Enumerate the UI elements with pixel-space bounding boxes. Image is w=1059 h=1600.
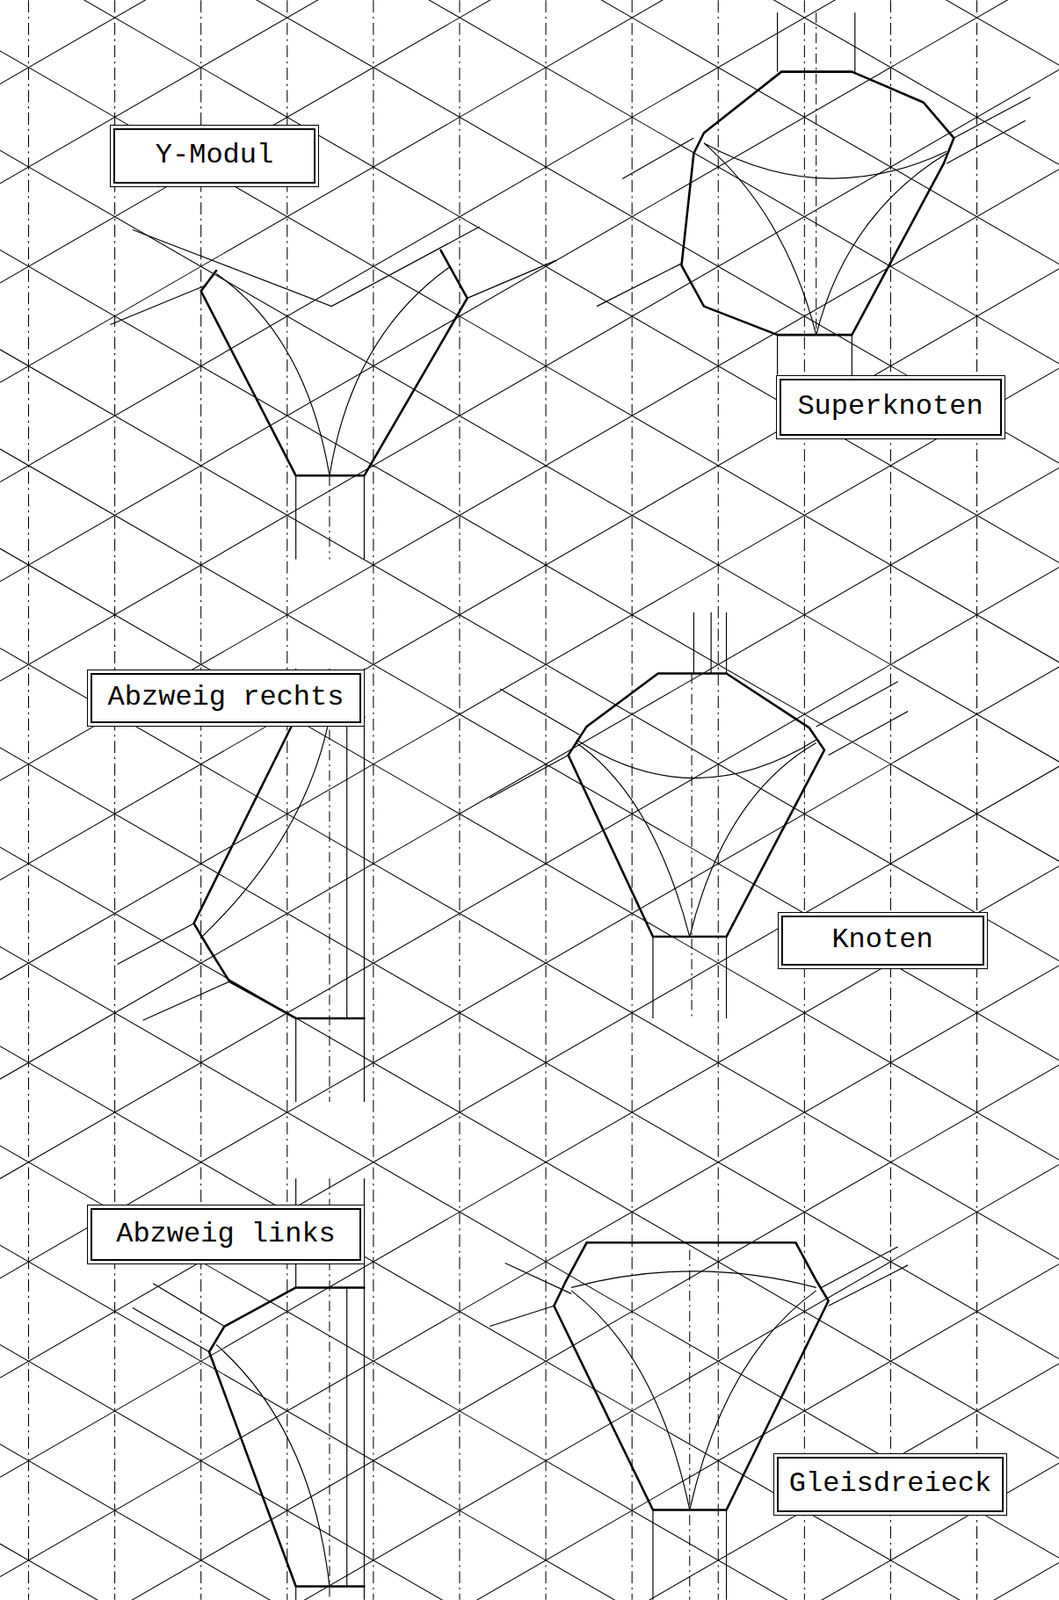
gleisdreieck-outline bbox=[489, 1242, 908, 1600]
track-stub bbox=[652, 612, 727, 1019]
grid-line bbox=[0, 449, 1059, 1061]
module-name: Y-Modul bbox=[113, 128, 316, 184]
grid-line bbox=[0, 548, 1059, 1161]
grid-line bbox=[0, 1344, 1059, 1600]
y-module-outline bbox=[109, 226, 556, 559]
abzweig-rechts-outline bbox=[117, 668, 365, 1103]
grid-line bbox=[0, 0, 1059, 582]
track-curve bbox=[703, 143, 947, 335]
module-label-box: Knoten bbox=[777, 912, 988, 970]
track-modules bbox=[109, 12, 1030, 1600]
grid-line bbox=[458, 0, 460, 1600]
grid-line bbox=[0, 69, 1059, 682]
grid-line bbox=[372, 0, 374, 1600]
grid-line bbox=[0, 349, 1059, 962]
module-name: Gleisdreieck bbox=[776, 1457, 1004, 1513]
module-name: Superknoten bbox=[779, 378, 1002, 436]
grid-line bbox=[0, 268, 1059, 881]
grid-line bbox=[0, 50, 1059, 663]
grid-line bbox=[718, 0, 719, 1600]
grid-line bbox=[0, 847, 1059, 1459]
module-name: Abzweig links bbox=[90, 1208, 362, 1262]
module-label-box: Abzweig rechts bbox=[87, 669, 365, 727]
grid-line bbox=[0, 1363, 1059, 1600]
module-name: Abzweig rechts bbox=[90, 673, 362, 724]
grid-line bbox=[0, 0, 1059, 364]
grid-line bbox=[0, 0, 1059, 464]
grid-line bbox=[0, 0, 1059, 265]
grid-line bbox=[0, 1046, 1059, 1600]
grid-line bbox=[0, 150, 1059, 762]
grid-line bbox=[545, 0, 547, 1600]
grid-line bbox=[0, 1444, 1059, 1600]
track-curve bbox=[576, 739, 817, 937]
track-axis bbox=[815, 12, 817, 335]
track-axis bbox=[691, 674, 693, 1019]
track-axis bbox=[328, 668, 330, 1103]
track-stub bbox=[296, 668, 365, 1103]
module-label-box: Superknoten bbox=[776, 375, 1006, 440]
grid-line bbox=[0, 0, 1059, 563]
grid-line bbox=[0, 0, 1059, 483]
grid-line bbox=[0, 368, 1059, 980]
grid-line bbox=[0, 1164, 1059, 1600]
grid-line bbox=[0, 648, 1059, 1261]
grid-line bbox=[0, 0, 1059, 283]
track-stub bbox=[296, 475, 365, 559]
grid-line bbox=[0, 766, 1059, 1379]
grid-line bbox=[0, 0, 1059, 66]
grid-line bbox=[0, 567, 1059, 1180]
grid-line bbox=[286, 0, 288, 1600]
grid-line bbox=[0, 0, 1059, 383]
grid-line bbox=[0, 1264, 1059, 1600]
grid-line bbox=[0, 169, 1059, 782]
rail-extension bbox=[132, 1283, 225, 1353]
module-label-box: Abzweig links bbox=[87, 1204, 365, 1265]
grid-line bbox=[976, 0, 978, 1600]
grid-line bbox=[804, 0, 806, 1600]
grid-line bbox=[0, 667, 1059, 1279]
grid-line bbox=[0, 946, 1059, 1559]
grid-line bbox=[0, 0, 1059, 85]
rail-extension bbox=[117, 923, 231, 1021]
track-axis bbox=[689, 1249, 690, 1600]
grid-line bbox=[0, 1146, 1059, 1600]
grid-line bbox=[0, 747, 1059, 1360]
superknoten-outline bbox=[596, 12, 1030, 392]
module-label-box: Y-Modul bbox=[109, 124, 320, 188]
grid-line bbox=[0, 965, 1059, 1578]
grid-line bbox=[0, 1544, 1059, 1600]
rail-extension bbox=[489, 1247, 908, 1328]
grid-line bbox=[0, 1065, 1059, 1600]
module-edge bbox=[568, 674, 825, 938]
track-curve bbox=[202, 717, 330, 937]
module-edge bbox=[209, 1287, 364, 1587]
track-straight bbox=[347, 717, 365, 1018]
module-label-box: Gleisdreieck bbox=[773, 1453, 1008, 1516]
grid-line bbox=[200, 0, 202, 1600]
grid-line bbox=[890, 0, 892, 1600]
grid-line bbox=[0, 250, 1059, 863]
track-curve bbox=[216, 1344, 330, 1587]
grid-line bbox=[0, 1562, 1059, 1600]
rail-extension bbox=[109, 260, 556, 325]
rail-extension bbox=[489, 681, 908, 798]
grid-line bbox=[114, 0, 116, 1600]
track-axis bbox=[328, 475, 330, 559]
module-edge bbox=[194, 717, 365, 1018]
grid-line bbox=[0, 467, 1059, 1080]
track-straight bbox=[347, 1287, 365, 1587]
grid-line bbox=[0, 866, 1059, 1479]
module-edge bbox=[681, 72, 954, 336]
grid-line bbox=[28, 0, 30, 1600]
rail-extension bbox=[596, 97, 1030, 307]
module-edge bbox=[201, 250, 468, 477]
module-name: Knoten bbox=[781, 915, 985, 966]
track-curve bbox=[216, 268, 450, 477]
grid-line bbox=[0, 1245, 1059, 1600]
